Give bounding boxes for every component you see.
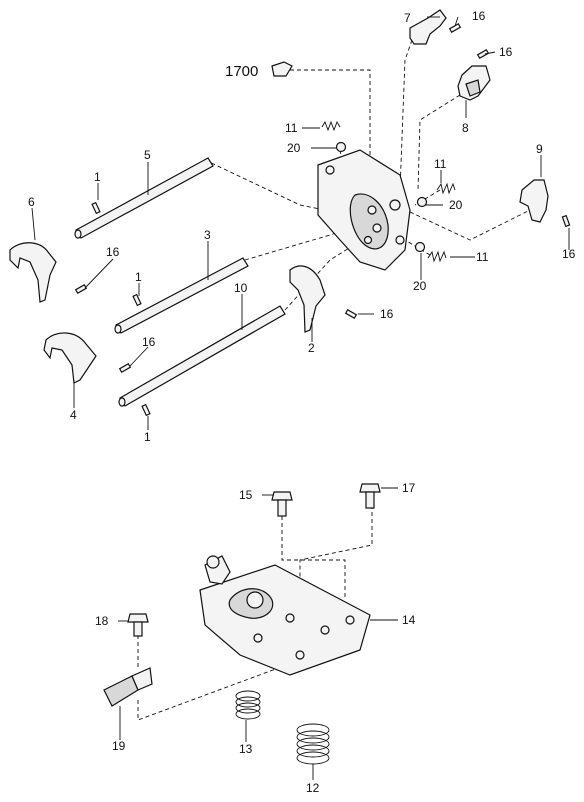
callout-20-c: 20 — [413, 279, 427, 293]
callout-18: 18 — [95, 614, 109, 628]
spring-11a — [321, 120, 341, 132]
callout-16-a: 16 — [472, 9, 486, 23]
bolt-15 — [271, 491, 293, 517]
callout-3: 3 — [204, 228, 211, 242]
callout-17: 17 — [402, 481, 416, 495]
spring-12 — [296, 723, 330, 765]
roll-pin-16f — [561, 214, 571, 228]
roll-pin-16a — [448, 22, 462, 34]
pin-1c — [141, 403, 151, 417]
callout-6: 6 — [28, 195, 35, 209]
callout-16-d: 16 — [142, 335, 156, 349]
callout-1700: 1700 — [225, 63, 258, 80]
callout-labels: 7 16 16 1700 8 11 20 5 9 11 1 6 20 3 16 … — [28, 9, 576, 795]
callout-16-b: 16 — [499, 45, 513, 59]
roll-pin-16e — [344, 308, 358, 320]
shift-rail-3 — [114, 257, 249, 334]
spring-11b — [436, 182, 456, 195]
cover-plate-14 — [199, 555, 371, 676]
pin-1a — [91, 201, 101, 215]
shift-fork-2 — [289, 265, 326, 333]
callout-20-b: 20 — [449, 198, 463, 212]
leader-lines — [31, 16, 570, 780]
callout-11-c: 11 — [476, 250, 489, 264]
callout-8: 8 — [462, 121, 469, 135]
shift-rail-10 — [118, 305, 286, 407]
roll-pin-16c — [74, 283, 88, 295]
callout-1-b: 1 — [135, 270, 142, 284]
callout-4: 4 — [70, 408, 77, 422]
callout-12: 12 — [306, 781, 320, 795]
callout-15: 15 — [239, 488, 253, 502]
spring-11c — [427, 250, 447, 263]
callout-9: 9 — [536, 142, 543, 156]
roll-pin-16b — [476, 48, 490, 60]
ref-1700-symbol — [271, 61, 293, 77]
shift-fork-4 — [43, 332, 97, 384]
callout-5: 5 — [144, 148, 151, 162]
callout-16-f: 16 — [562, 247, 576, 261]
bolt-17 — [359, 483, 381, 509]
ball-20c — [414, 241, 426, 253]
callout-13: 13 — [239, 742, 253, 756]
callout-11-b: 11 — [434, 157, 447, 171]
callout-1-c: 1 — [144, 430, 151, 444]
callout-19: 19 — [112, 739, 126, 753]
shift-lug-7 — [409, 9, 447, 45]
callout-16-e: 16 — [380, 307, 394, 321]
ball-20a — [335, 141, 347, 153]
shift-lug-8 — [457, 65, 491, 101]
callout-14: 14 — [402, 613, 416, 627]
bracket-19 — [103, 667, 153, 707]
shift-housing — [317, 149, 411, 271]
shift-fork-6 — [9, 242, 57, 303]
callout-16-c: 16 — [106, 245, 120, 259]
shift-rail-5 — [74, 157, 214, 239]
ball-20b — [416, 196, 428, 208]
callout-11-a: 11 — [285, 121, 298, 135]
callout-20-a: 20 — [287, 141, 301, 155]
pin-1b — [132, 293, 142, 307]
callout-7: 7 — [404, 11, 411, 25]
callout-2: 2 — [308, 341, 315, 355]
roll-pin-16d — [118, 362, 132, 374]
spring-13 — [235, 690, 261, 720]
callout-1-a: 1 — [94, 170, 101, 184]
bolt-18 — [127, 613, 149, 637]
callout-10: 10 — [234, 281, 248, 295]
shift-lug-9 — [519, 179, 549, 223]
